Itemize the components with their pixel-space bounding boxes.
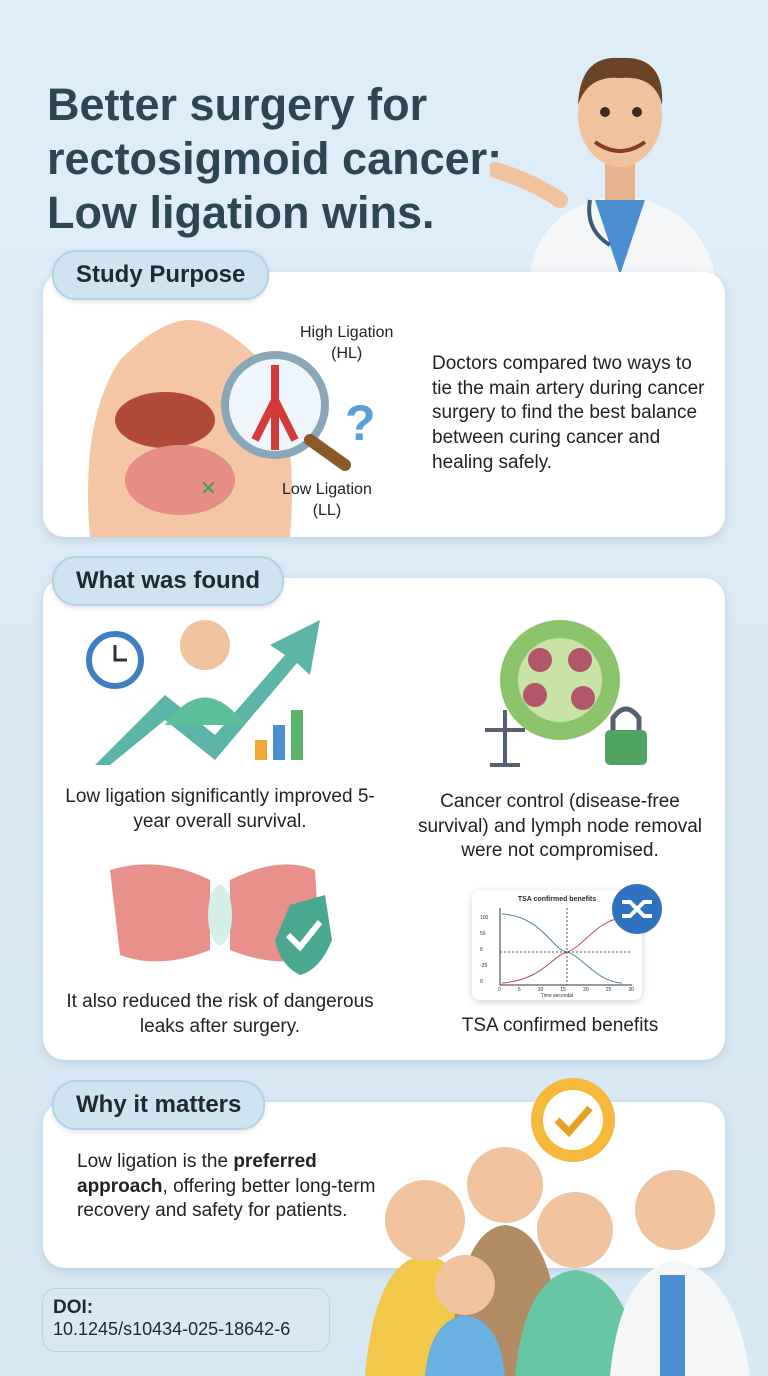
label-high-ligation: High Ligation (HL) — [300, 324, 394, 362]
doi-box: DOI: 10.1245/s10434-025-18642-6 — [42, 1288, 330, 1352]
ligation-mark-icon: ✕ — [200, 478, 217, 500]
mini-chart-xlabel: Time secondal — [540, 993, 574, 999]
mini-chart-title: TSA confirmed benefits — [517, 896, 597, 903]
survival-growth-icon — [86, 620, 320, 765]
finding-leak-text: It also reduced the risk of dangerous le… — [66, 991, 374, 1037]
doi-value[interactable]: 10.1245/s10434-025-18642-6 — [53, 1319, 291, 1339]
doi-label: DOI: — [53, 1297, 94, 1318]
study-purpose-heading: Study Purpose — [52, 250, 270, 300]
finding-cancer-control-text: Cancer control (disease-free survival) a… — [417, 791, 703, 862]
intestine-shield-icon — [110, 864, 332, 975]
why-it-matters-text: Low ligation is the preferred approach, … — [77, 1151, 376, 1222]
anatomy-illustration: ? ✕ — [88, 320, 376, 537]
doctor-illustration — [490, 57, 715, 275]
checkmark-badge-icon — [554, 1105, 593, 1138]
label-low-ligation: Low Ligation (LL) — [282, 481, 372, 519]
finding-tsa-text: TSA confirmed benefits — [461, 1015, 659, 1036]
lymph-node-balance-lock-icon — [485, 620, 647, 767]
question-mark-icon: ? — [345, 395, 376, 451]
findings-heading: What was found — [52, 556, 284, 606]
why-it-matters-heading: Why it matters — [52, 1080, 266, 1130]
family-doctor-illustration — [365, 1078, 750, 1376]
finding-survival-text: Low ligation significantly improved 5-ye… — [65, 786, 375, 832]
shuffle-icon — [612, 884, 662, 934]
purpose-text: Doctors compared two ways to tie the mai… — [432, 353, 705, 473]
page-title: Better surgery for rectosigmoid cancer: … — [47, 79, 503, 238]
